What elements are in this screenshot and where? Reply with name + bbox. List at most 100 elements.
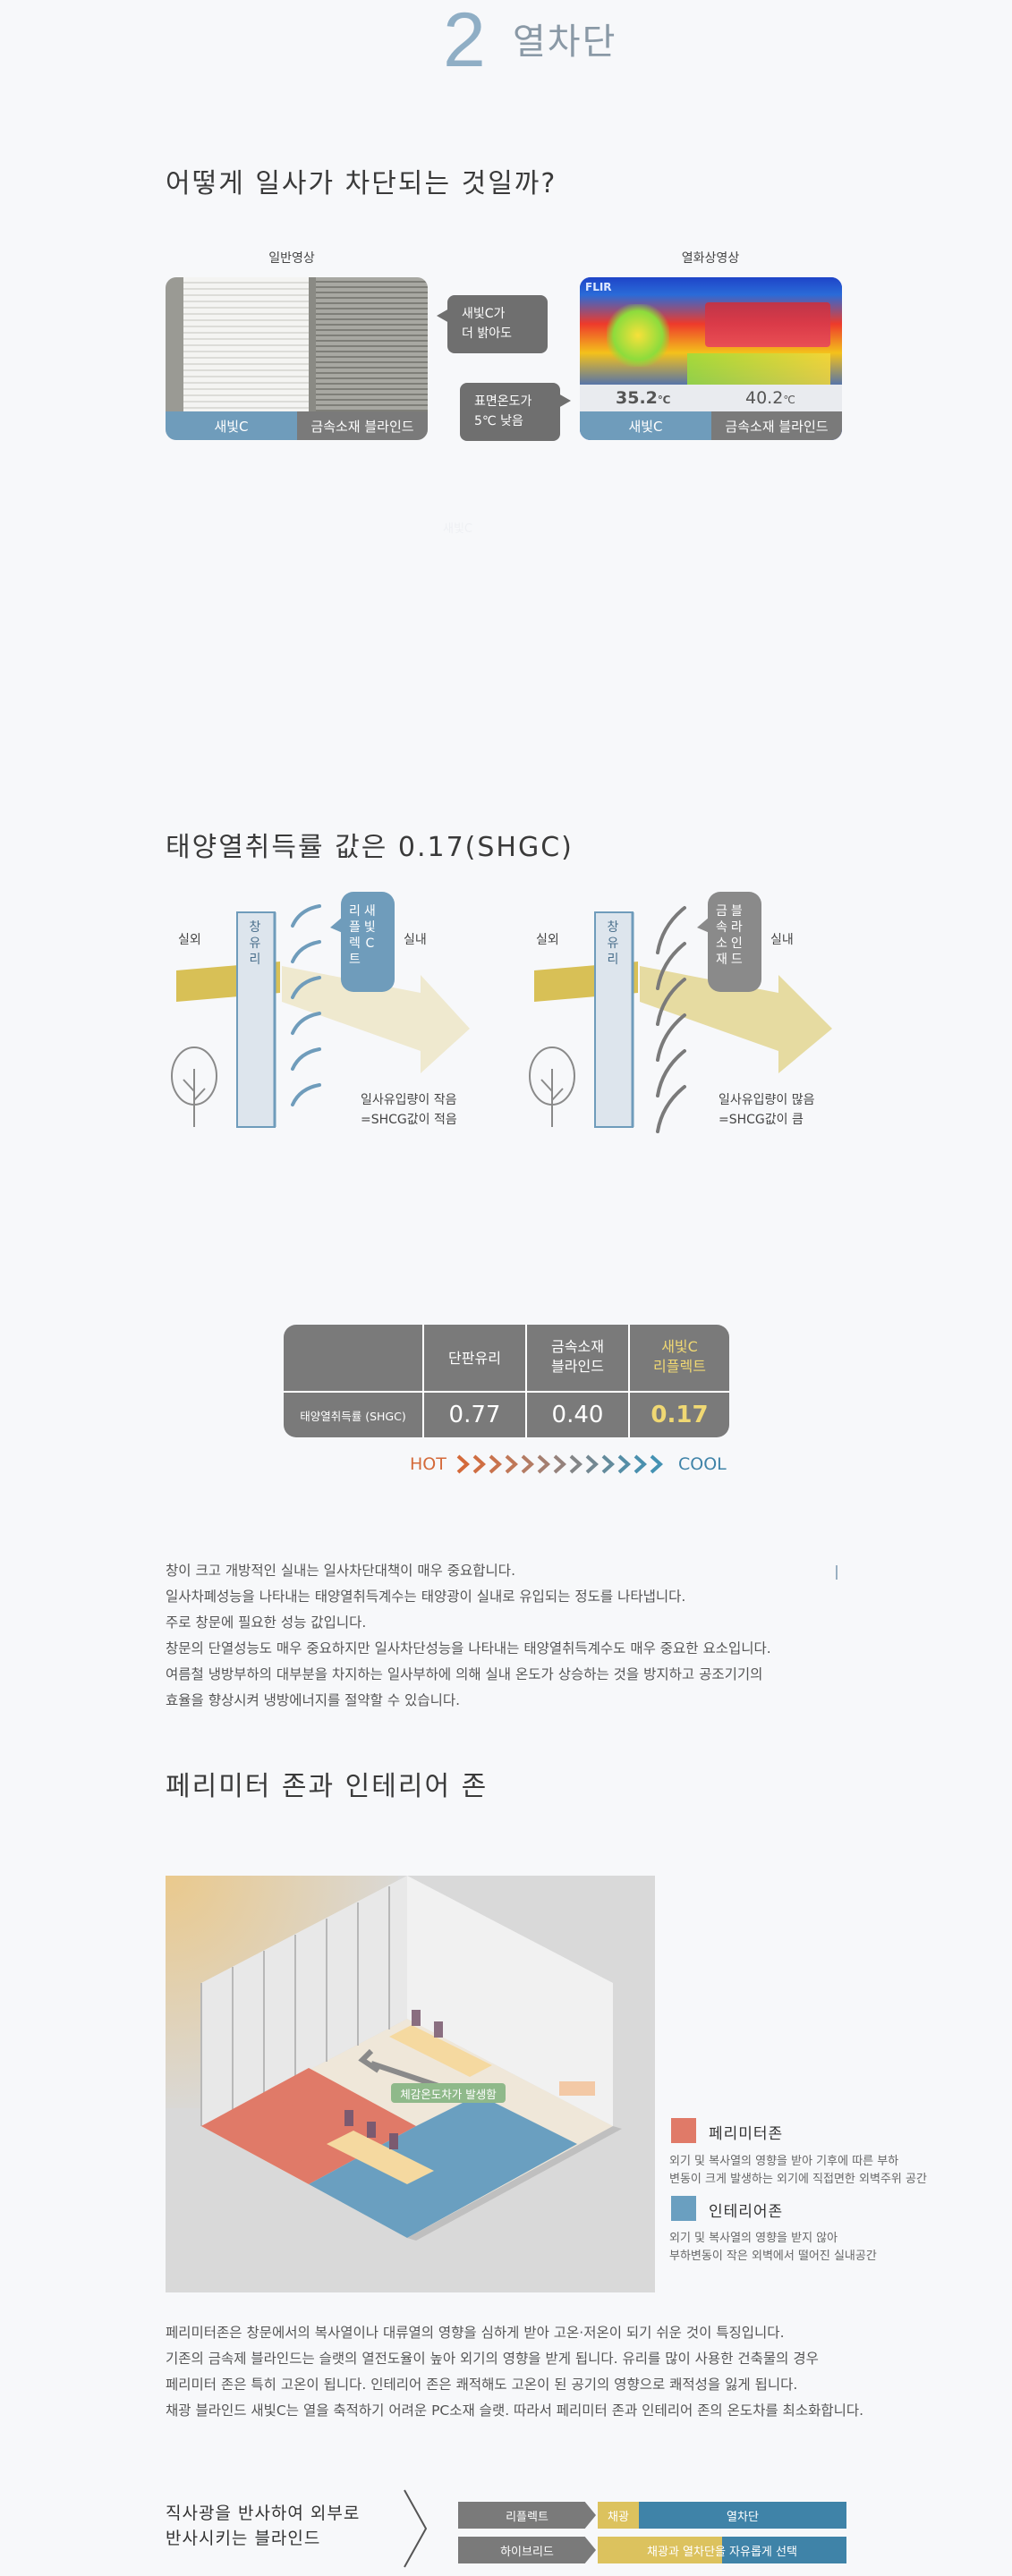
bubble-char: 렉 xyxy=(349,936,361,951)
bubble-tail xyxy=(437,309,449,323)
temp-a: 35.2℃ xyxy=(616,388,671,408)
paragraph-line: 여름철 냉방부하의 대부분을 차지하는 일사부하에 의해 실내 온도가 상승하는… xyxy=(166,1666,763,1682)
inside-label-left: 실내 xyxy=(404,933,427,947)
interior-zone-floor xyxy=(309,2095,577,2238)
window-glass xyxy=(594,911,634,1128)
value-single-glass: 0.77 xyxy=(448,1402,501,1428)
window-glass xyxy=(236,911,276,1128)
section-number: 2 xyxy=(443,0,486,83)
result-line: =SHCG값이 적음 xyxy=(361,1113,457,1127)
paragraph-line: 기존의 금속제 블라인드는 슬랫의 열전도율이 높아 외기의 영향을 받게 됩니… xyxy=(166,2351,819,2367)
perimeter-swatch xyxy=(671,2118,696,2143)
left-label-a: 새빛C xyxy=(166,411,297,440)
desc-line: 외기 및 복사열의 영향을 받지 않아 xyxy=(669,2232,838,2245)
bubble-char: 금 xyxy=(716,904,727,919)
bubble-char: 블 xyxy=(730,904,743,919)
tree-icon xyxy=(529,1046,575,1127)
glass-char: 리 xyxy=(249,953,261,967)
result-right: 일사유입량이 많음 =SHCG값이 큼 xyxy=(719,1090,815,1130)
sun-arrow-out xyxy=(640,966,832,1073)
bubble-char: 라 xyxy=(730,920,743,935)
paragraph-line: 창이 크고 개방적인 실내는 일사차단대책이 매우 중요합니다. xyxy=(166,1563,515,1579)
bubble-char: 새 xyxy=(363,904,376,919)
hybrid-pill: 채광과 열차단을 자유롭게 선택 xyxy=(598,2537,846,2563)
zone-illustration: 체감온도차가 발생함 xyxy=(166,1876,655,2292)
bubble-char: C xyxy=(365,936,375,951)
glass-char: 유 xyxy=(249,936,261,951)
right-caption: 열화상영상 xyxy=(681,251,740,266)
sun-arrow-out xyxy=(282,966,470,1073)
result-line: =SHCG값이 큼 xyxy=(719,1113,804,1127)
header-single-glass: 단판유리 xyxy=(448,1350,501,1367)
left-caption: 일반영상 xyxy=(268,251,315,266)
bubble-line: 표면온도가 xyxy=(474,394,532,409)
bubble-char: 재 xyxy=(716,953,727,967)
perimeter-desc: 외기 및 복사열의 영향을 받아 기후에 따른 부하 변동이 크게 발생하는 외… xyxy=(669,2153,927,2189)
paragraph-line: 효율을 향상시켜 냉방에너지를 절약할 수 있습니다. xyxy=(166,1692,461,1708)
dark-blind xyxy=(316,277,428,411)
metal-bubble xyxy=(708,892,761,992)
hot-cool-chevrons xyxy=(456,1454,663,1474)
desc-line: 직사광을 반사하여 외부로 xyxy=(166,2504,361,2523)
reflect-bubble xyxy=(341,892,395,992)
reflect-description: 직사광을 반사하여 외부로 반사시키는 블라인드 xyxy=(166,2501,360,2551)
perimeter-title: 페리미터존 xyxy=(709,2125,784,2143)
result-left: 일사유입량이 작음 =SHCG값이 적음 xyxy=(361,1090,457,1130)
bubble-char: 트 xyxy=(349,953,361,967)
isometric-room xyxy=(200,1876,622,2241)
shgc-heading: 태양열취득률 값은 0.17(SHGC) xyxy=(166,832,574,863)
heat-block-pill: 열차단 xyxy=(639,2502,846,2529)
bubble-char: 플 xyxy=(349,920,361,935)
paragraph-line: 주로 창문에 필요한 성능 값입니다. xyxy=(166,1614,367,1631)
shgc-table: 단판유리 금속소재 블라인드 새빛C 리플렉트 태양열취득률 (SHGC) 0.… xyxy=(284,1325,729,1437)
bubble-char: 리 xyxy=(349,904,361,919)
bubble-char: 빛 xyxy=(363,920,376,935)
left-shgc-diagram xyxy=(171,892,470,1128)
interior-swatch xyxy=(671,2196,696,2221)
tree-icon xyxy=(171,1046,217,1127)
hybrid-tag: 하이브리드 xyxy=(458,2537,596,2563)
inside-label-right: 실내 xyxy=(770,933,794,947)
glass-char: 창 xyxy=(607,920,619,935)
brightness-bubble: 새빛C가 더 밝아도 xyxy=(447,295,548,353)
reflect-tag: 리플렉트 xyxy=(458,2502,596,2529)
interior-desc: 외기 및 복사열의 영향을 받지 않아 부하변동이 작은 외벽에서 떨어진 실내… xyxy=(669,2230,877,2266)
section-title: 열차단 xyxy=(513,21,617,63)
flir-logo: FLIR xyxy=(585,281,612,293)
temp-b: 40.2℃ xyxy=(745,388,795,408)
bubble-char: 속 xyxy=(716,920,727,935)
intro-heading: 어떻게 일사가 차단되는 것일까? xyxy=(166,168,557,199)
bubble-line: 새빛C가 xyxy=(462,307,506,321)
zones-heading: 페리미터 존과 인테리어 존 xyxy=(166,1771,489,1802)
glass-char: 리 xyxy=(607,953,619,967)
temperature-bubble: 표면온도가 5℃ 낮음 xyxy=(460,383,560,441)
hybrid-pill-label: 채광과 열차단을 자유롭게 선택 xyxy=(647,2545,797,2559)
outside-label-right: 실외 xyxy=(536,933,559,947)
scroll-mark xyxy=(836,1565,838,1580)
bracket-chevron xyxy=(404,2489,428,2568)
right-label-a: 새빛C xyxy=(580,411,711,440)
bubble-line: 5℃ 낮음 xyxy=(474,414,523,429)
desks xyxy=(327,2010,595,2184)
glass-label-right: 창 유 리 xyxy=(606,919,620,968)
paragraph-line: 페리미터존은 창문에서의 복사열이나 대류열의 영향을 심하게 받아 고온·저온… xyxy=(166,2325,785,2341)
body-text-1: 창이 크고 개방적인 실내는 일사차단대책이 매우 중요합니다. 일사차폐성능을… xyxy=(166,1558,771,1714)
thermal-photo: FLIR 35.2℃ 40.2℃ 새빛C 금속소재 블라인드 xyxy=(580,277,842,440)
faint-text: 새빛C xyxy=(443,522,472,536)
result-line: 일사유입량이 작음 xyxy=(361,1093,457,1107)
paragraph-line: 일사차폐성능을 나타내는 태양열취득계수는 태양광이 실내로 유입되는 정도를 … xyxy=(166,1589,686,1605)
left-label-b: 금속소재 블라인드 xyxy=(297,411,428,440)
value-saebit: 0.17 xyxy=(651,1402,709,1428)
value-metal-blind: 0.40 xyxy=(551,1402,604,1428)
result-line: 일사유입량이 많음 xyxy=(719,1093,815,1107)
desc-line: 변동이 크게 발생하는 외기에 직접면한 외벽주위 공간 xyxy=(669,2173,927,2186)
window-frames xyxy=(200,1886,390,2126)
reflect-bubble-text: 리 플 렉 트 새 빛 C xyxy=(349,903,385,968)
body-text-2: 페리미터존은 창문에서의 복사열이나 대류열의 영향을 심하게 받아 고온·저온… xyxy=(166,2320,863,2424)
glass-char: 유 xyxy=(607,936,619,951)
header-saebit: 새빛C 리플렉트 xyxy=(653,1338,706,1375)
paragraph-line: 창문의 단열성능도 매우 중요하지만 일사차단성능을 나타내는 태양열취득계수도… xyxy=(166,1640,771,1657)
desc-line: 외기 및 복사열의 영향을 받아 기후에 따른 부하 xyxy=(669,2155,899,2168)
outside-label-left: 실외 xyxy=(178,933,201,947)
header-metal-blind: 금속소재 블라인드 xyxy=(551,1338,604,1375)
